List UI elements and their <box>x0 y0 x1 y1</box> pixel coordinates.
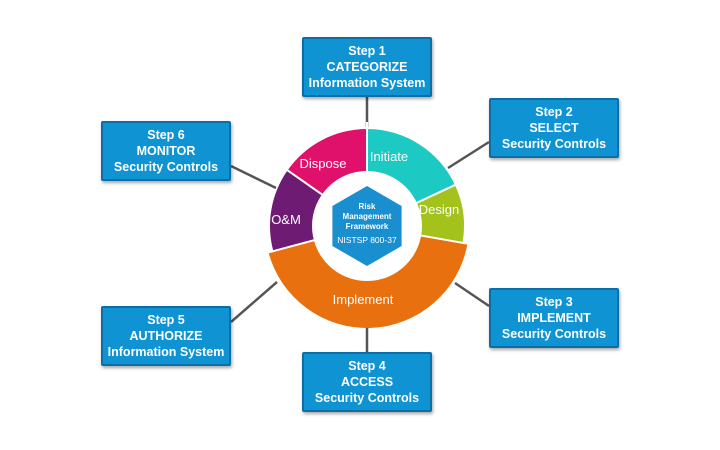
step2-box: Step 2 SELECT Security Controls <box>489 98 619 158</box>
center-hexagon <box>332 186 402 266</box>
step4-number: Step 4 <box>348 359 386 373</box>
step1-object: Information System <box>308 76 426 90</box>
ring-label-dispose: Dispose <box>300 156 347 171</box>
connectors <box>230 97 490 352</box>
step5-box: Step 5 AUTHORIZE Information System <box>101 306 231 366</box>
ring-label-om: O&M <box>271 212 301 227</box>
step2-object: Security Controls <box>501 137 607 151</box>
connector-step5 <box>230 281 278 323</box>
step6-action: MONITOR <box>136 144 196 158</box>
step5-action: AUTHORIZE <box>129 329 203 343</box>
center-line2: Management <box>343 212 392 221</box>
ring-label-design: Design <box>419 202 459 217</box>
step4-box: Step 4 ACCESS Security Controls <box>302 352 432 412</box>
step2-action: SELECT <box>529 121 579 135</box>
step1-box: Step 1 CATEGORIZE Information System <box>302 37 432 97</box>
connector-step3 <box>454 281 490 308</box>
ring-label-implement: Implement <box>333 292 394 307</box>
step6-box: Step 6 MONITOR Security Controls <box>101 121 231 181</box>
step1-number: Step 1 <box>348 44 386 58</box>
step5-object: Information System <box>107 345 225 359</box>
step1-action: CATEGORIZE <box>326 60 408 74</box>
step6-number: Step 6 <box>147 128 185 142</box>
step4-action: ACCESS <box>340 375 394 389</box>
connector-step2 <box>447 140 490 170</box>
step6-object: Security Controls <box>113 160 219 174</box>
center-line3: Framework <box>346 222 389 231</box>
step4-object: Security Controls <box>314 391 420 405</box>
step3-action: IMPLEMENT <box>517 311 591 325</box>
center-line1: Risk <box>359 202 376 211</box>
step3-object: Security Controls <box>501 327 607 341</box>
step2-number: Step 2 <box>535 105 573 119</box>
step5-number: Step 5 <box>147 313 185 327</box>
step3-box: Step 3 IMPLEMENT Security Controls <box>489 288 619 348</box>
center-line4: NISTSP 800-37 <box>337 235 397 245</box>
connector-step6 <box>230 164 277 190</box>
step3-number: Step 3 <box>535 295 573 309</box>
ring-label-initiate: Initiate <box>370 149 408 164</box>
